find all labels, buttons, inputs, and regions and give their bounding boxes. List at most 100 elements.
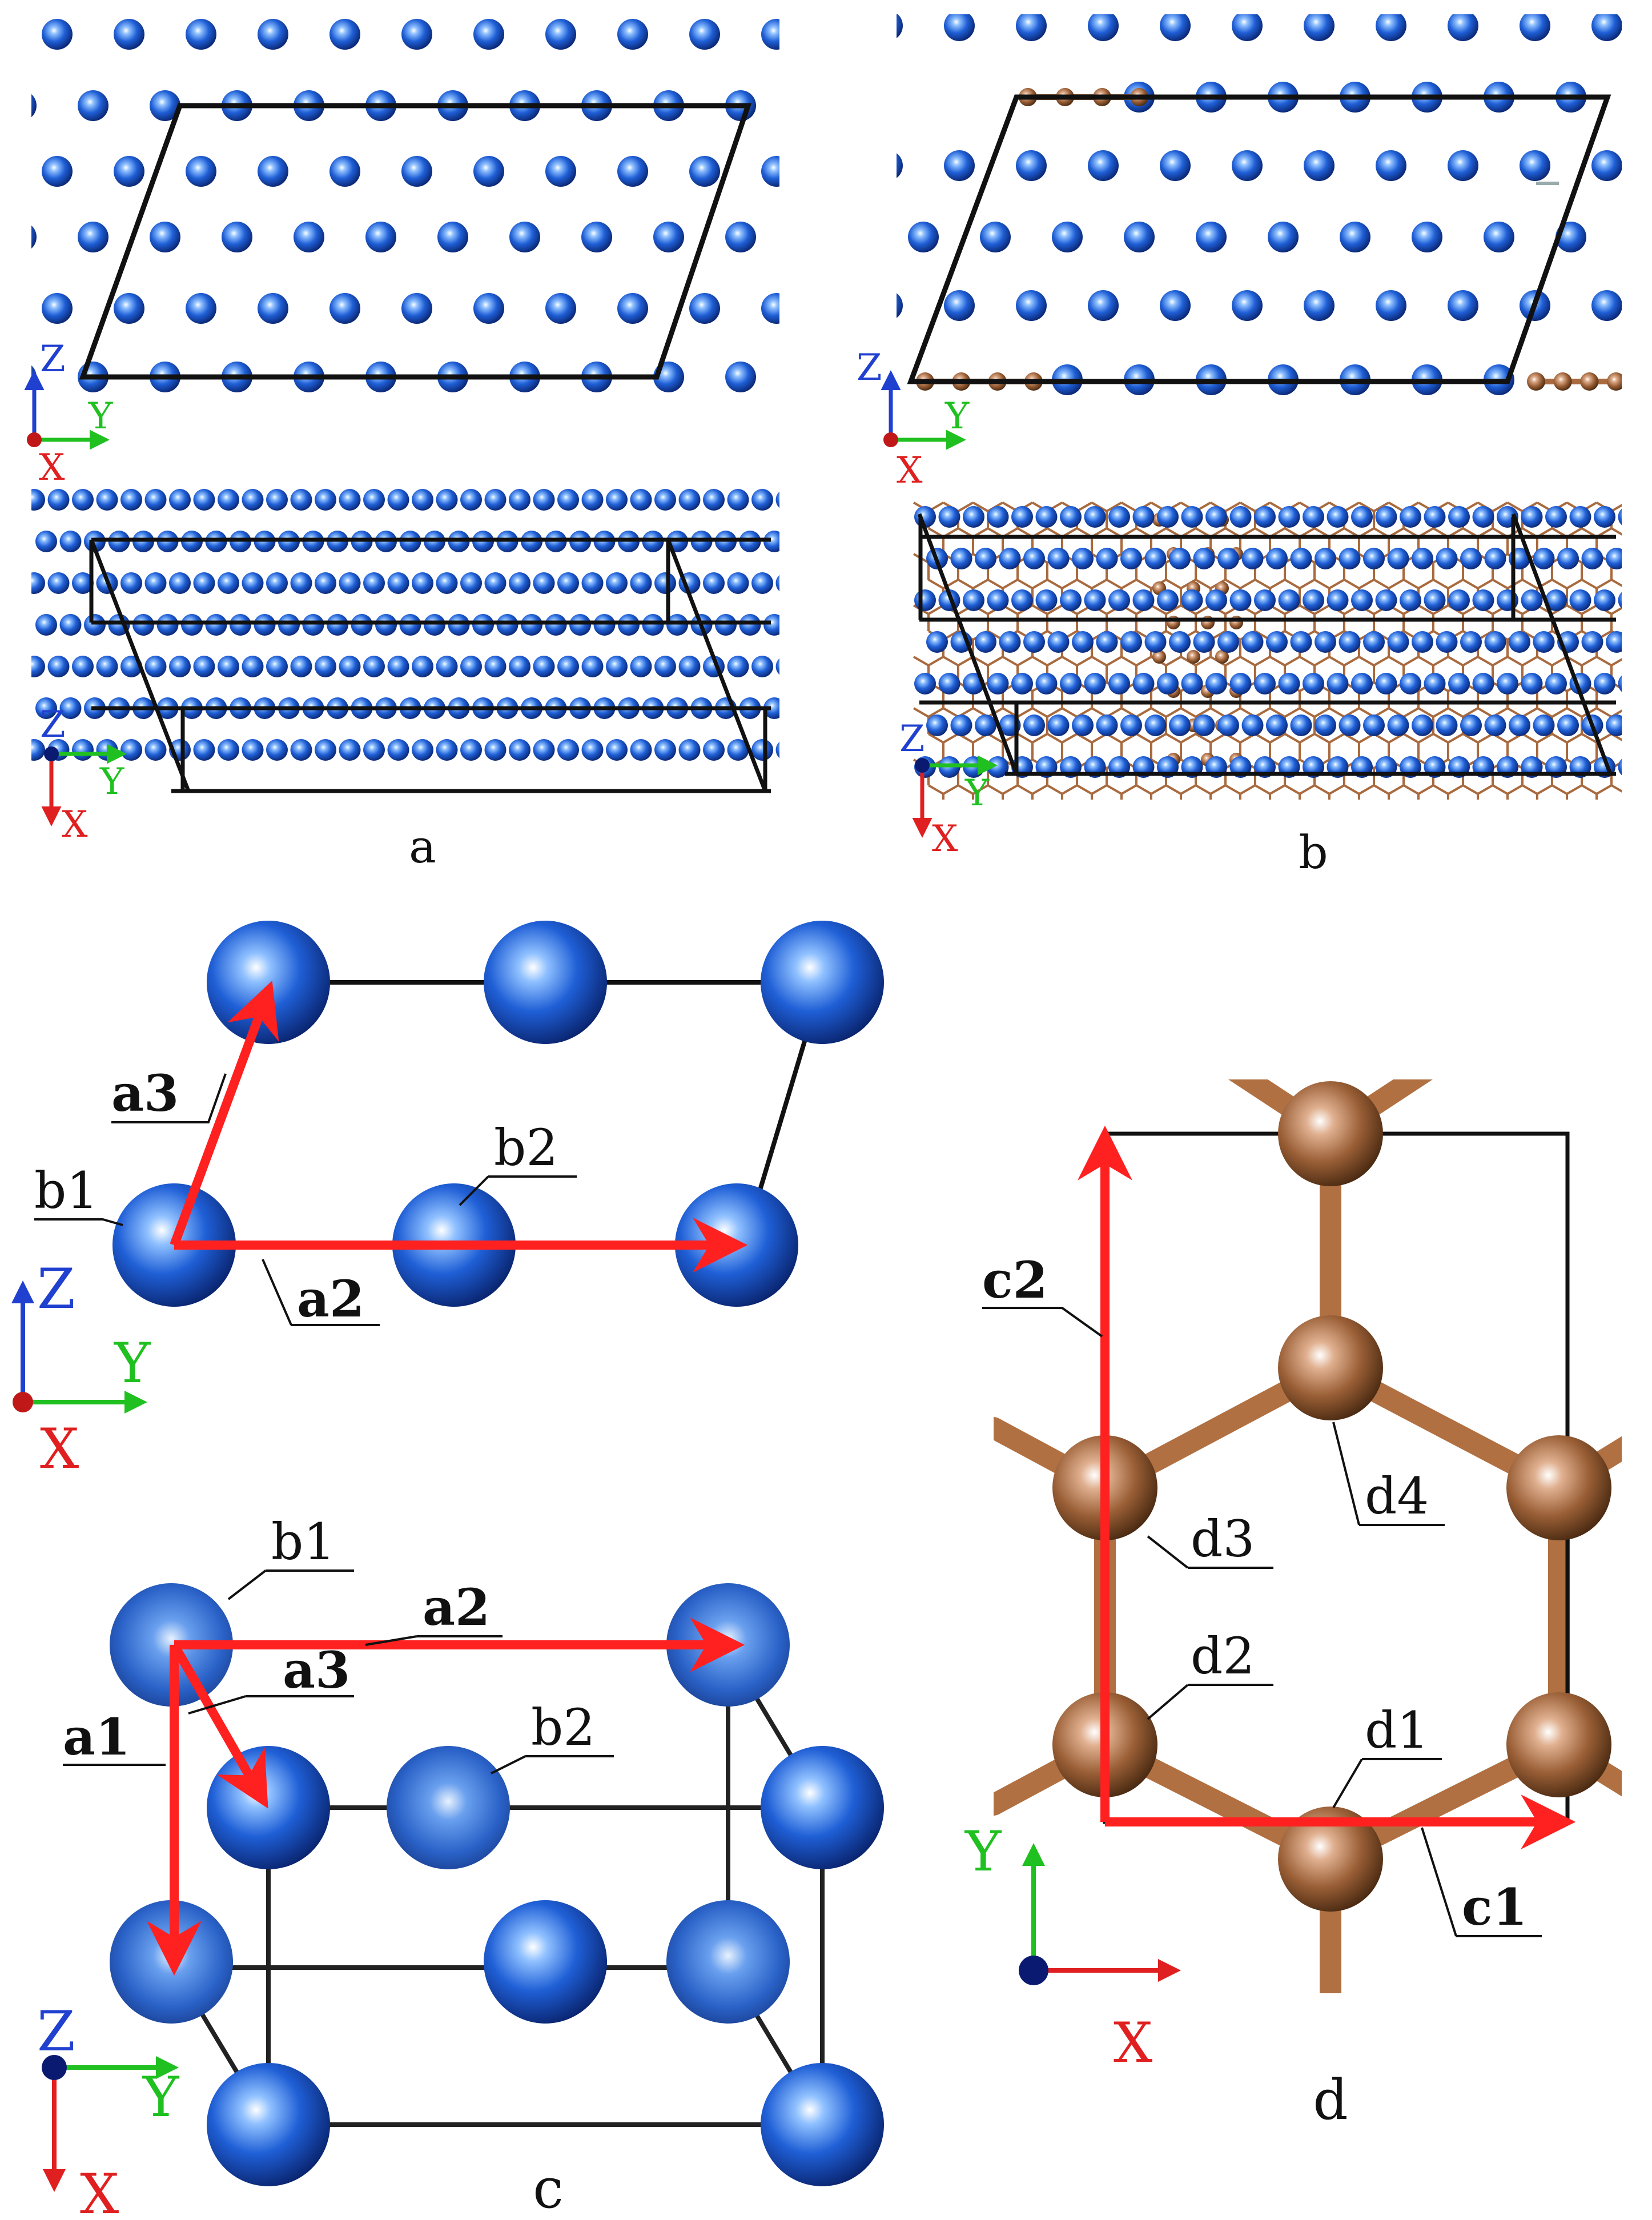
carbon-bond: [1641, 683, 1652, 691]
carbon-bond: [1448, 784, 1464, 795]
metal-atom: [800, 290, 831, 321]
carbon-bond: [1611, 811, 1626, 820]
vector-a2-label: a2: [423, 1577, 490, 1637]
axis-x-label: X: [80, 2162, 119, 2220]
carbon-bond: [1463, 862, 1478, 871]
carbon-bond: [1626, 708, 1641, 717]
carbon-bond: [1626, 862, 1641, 871]
carbon-bond: [943, 888, 958, 897]
metal-atom: [436, 739, 458, 761]
metal-atom: [254, 614, 276, 636]
metal-atom: [258, 156, 288, 187]
carbon-atom: [1215, 650, 1229, 664]
metal-atom: [1120, 548, 1142, 569]
carbon-bond: [1122, 837, 1136, 845]
carbon-bond: [1551, 579, 1567, 589]
carbon-bond: [1374, 888, 1389, 897]
metal-atom: [193, 656, 215, 677]
carbon-bond: [1611, 862, 1626, 871]
carbon-bond: [1389, 940, 1404, 948]
carbon-bond: [1285, 940, 1300, 948]
metal-atom: [315, 739, 336, 761]
carbon-bond: [1507, 501, 1523, 512]
vector-a3-arrow: [170, 980, 279, 1247]
carbon-bond: [1091, 501, 1107, 512]
carbon-bond: [1032, 579, 1048, 589]
metal-atom: [999, 631, 1021, 653]
carbon-bond: [1626, 785, 1641, 794]
carbon-atom: [1278, 1081, 1383, 1186]
metal-atom: [751, 656, 773, 677]
metal-atom: [1569, 589, 1591, 611]
carbon-bond: [1478, 837, 1493, 845]
carbon-bond: [1255, 888, 1270, 897]
carbon-bond: [1018, 811, 1032, 820]
metal-atom: [1193, 631, 1215, 653]
carbon-bond: [1299, 733, 1315, 744]
metal-atom: [975, 714, 996, 736]
metal-atom: [630, 656, 652, 677]
metal-atom: [1400, 673, 1421, 694]
axis-triad: Z Y X: [899, 718, 998, 860]
carbon-bond: [1284, 656, 1300, 667]
metal-atom: [1108, 673, 1130, 694]
carbon-bond: [1507, 656, 1523, 667]
metal-atom: [618, 614, 640, 636]
carbon-bond: [988, 888, 1003, 897]
carbon-bond: [1047, 707, 1063, 718]
metal-atom: [666, 614, 688, 636]
metal-atom: [375, 614, 397, 636]
metal-atom: [47, 489, 70, 511]
metal-atom: [1448, 589, 1470, 611]
metal-atom: [242, 739, 264, 761]
metal-atom: [1035, 673, 1058, 694]
metal-atom: [761, 19, 779, 50]
carbon-bond: [1003, 914, 1018, 922]
carbon-bond: [1641, 605, 1652, 614]
carbon-bond: [1255, 784, 1271, 795]
carbon-bond: [1062, 940, 1077, 948]
carbon-bond: [1003, 940, 1018, 948]
carbon-bond: [1136, 914, 1151, 922]
metal-atom: [1144, 714, 1167, 736]
metal-atom: [1448, 673, 1470, 694]
site-d2-label: d2: [1191, 1627, 1255, 1685]
carbon-bond: [1641, 837, 1652, 845]
carbon-bond: [1403, 579, 1419, 589]
carbon-bond: [1151, 940, 1166, 948]
metal-atom: [581, 656, 604, 677]
carbon-bond: [1196, 837, 1211, 845]
carbon-bond: [1374, 940, 1389, 948]
carbon-bond: [1210, 707, 1226, 718]
carbon-bond: [1582, 837, 1597, 845]
carbon-bond: [1032, 811, 1047, 820]
carbon-bond: [1151, 914, 1166, 922]
carbon-bond: [1329, 707, 1345, 718]
metal-atom: [581, 739, 604, 761]
carbon-bond: [1270, 888, 1285, 897]
metal-atom-b2: [387, 1746, 510, 1869]
site-b1-label: b1: [34, 1161, 98, 1220]
metal-atom: [908, 222, 939, 252]
metal-atom: [1205, 506, 1227, 528]
carbon-bond: [943, 862, 958, 871]
metal-atom: [1569, 506, 1591, 528]
carbon-bond: [1270, 811, 1285, 820]
carbon-bond: [972, 579, 988, 589]
carbon-bond: [1181, 837, 1196, 845]
carbon-bond: [1522, 888, 1537, 897]
metal-atom: [1196, 222, 1227, 252]
carbon-bond: [913, 656, 929, 667]
metal-atom: [897, 293, 903, 318]
carbon-bond: [1180, 733, 1196, 744]
carbon-bond: [1269, 579, 1285, 589]
carbon-bond: [1508, 811, 1522, 820]
carbon-bond: [1358, 656, 1374, 667]
metal-atom: [938, 673, 960, 694]
metal-atom: [144, 739, 167, 761]
metal-atom: [1424, 589, 1446, 611]
carbon-bond: [1211, 940, 1225, 948]
carbon-bond: [1641, 708, 1652, 717]
metal-atom: [1375, 589, 1397, 611]
metal-atom: [1376, 14, 1406, 41]
